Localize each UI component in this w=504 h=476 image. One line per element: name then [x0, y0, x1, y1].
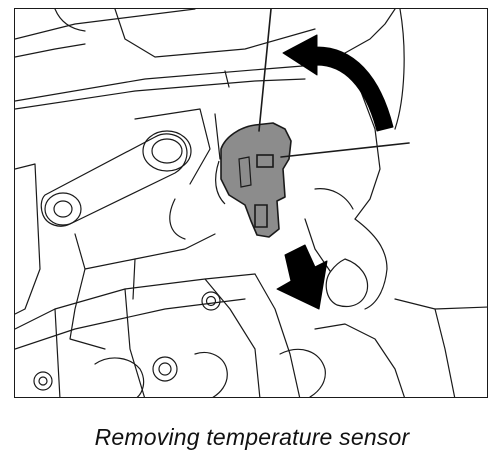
engine-sensor-drawing	[15, 9, 487, 397]
figure-caption: Removing temperature sensor	[94, 424, 410, 450]
callout-line-right	[280, 142, 410, 158]
callout-line-top	[258, 9, 272, 132]
callout-leader-lines	[258, 9, 410, 158]
temperature-sensor	[215, 122, 292, 238]
downward-pull-arrow-icon	[276, 244, 328, 310]
illustration-frame	[14, 8, 488, 398]
curved-rotation-arrow-icon	[282, 34, 394, 132]
